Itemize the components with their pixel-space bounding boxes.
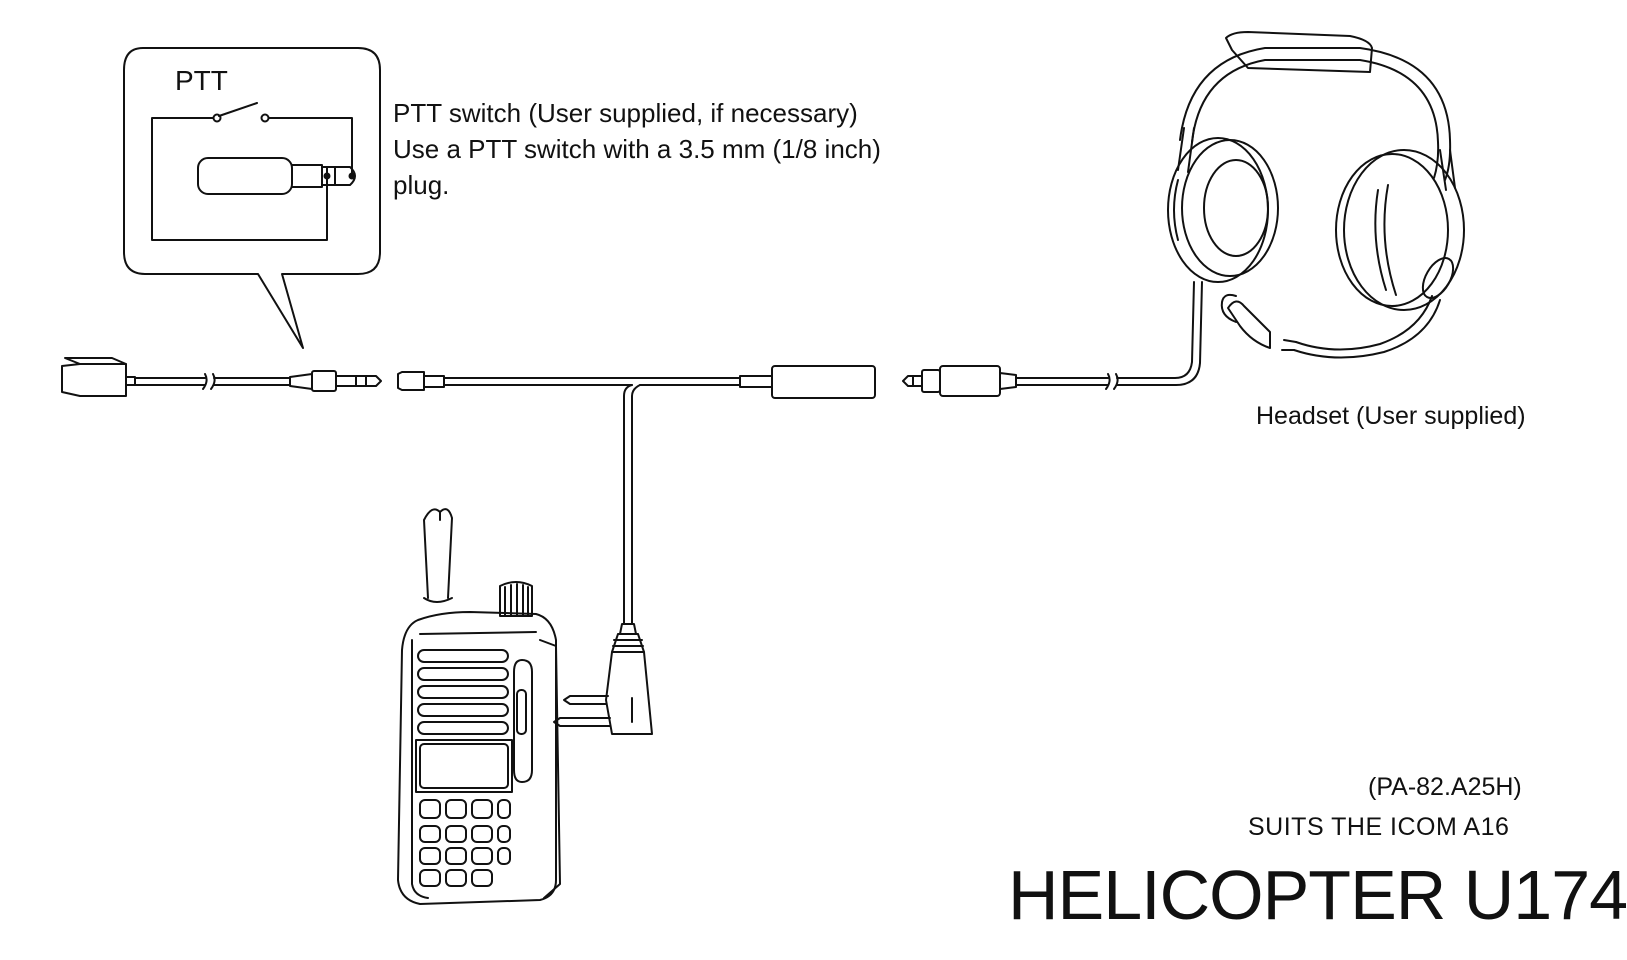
headset-input-jack [739, 365, 876, 399]
headset [1167, 31, 1465, 359]
headset-label: Headset (User supplied) [1256, 402, 1526, 430]
ptt-description-line-2: Use a PTT switch with a 3.5 mm (1/8 inch… [393, 134, 881, 164]
ptt-description-line-3: plug. [393, 170, 450, 200]
switch-contact-right [260, 113, 270, 123]
ptt-inset-callout [123, 47, 381, 349]
ptt-plug-connector [289, 370, 382, 392]
left-ear-cup [1167, 137, 1279, 283]
boom-microphone [1220, 257, 1455, 359]
radio-body [397, 611, 557, 905]
right-ear-cup [1335, 149, 1465, 311]
compatibility-note: SUITS THE ICOM A16 [1248, 813, 1510, 841]
switch-blade [218, 102, 258, 117]
product-title: HELICOPTER U174 [1008, 856, 1627, 934]
radio-connector [553, 623, 653, 735]
ptt-input-jack [397, 371, 461, 391]
ptt-plug-body [197, 157, 293, 195]
ptt-switch-label: PTT [175, 65, 228, 96]
connector-pin-lower [553, 717, 611, 727]
model-code: (PA-82.A25H) [1368, 773, 1522, 801]
radio-antenna [423, 508, 453, 603]
main-cable [459, 377, 741, 625]
headset-headband [1179, 47, 1452, 181]
ptt-description-line-1: PTT switch (User supplied, if necessary) [393, 98, 858, 128]
headset-plug [902, 365, 1017, 397]
speaker-grille [417, 649, 509, 735]
ptt-jack-adapter [61, 357, 136, 397]
connector-pin-upper [563, 695, 609, 705]
radio-display [419, 743, 509, 789]
ptt-cable [134, 373, 291, 390]
ptt-switch-schematic [151, 102, 356, 241]
radio-keypad [419, 799, 511, 887]
handheld-radio [397, 508, 561, 905]
ptt-description: PTT switch (User supplied, if necessary)… [393, 95, 881, 203]
headset-cable [1015, 281, 1203, 390]
volume-knob [499, 581, 533, 617]
